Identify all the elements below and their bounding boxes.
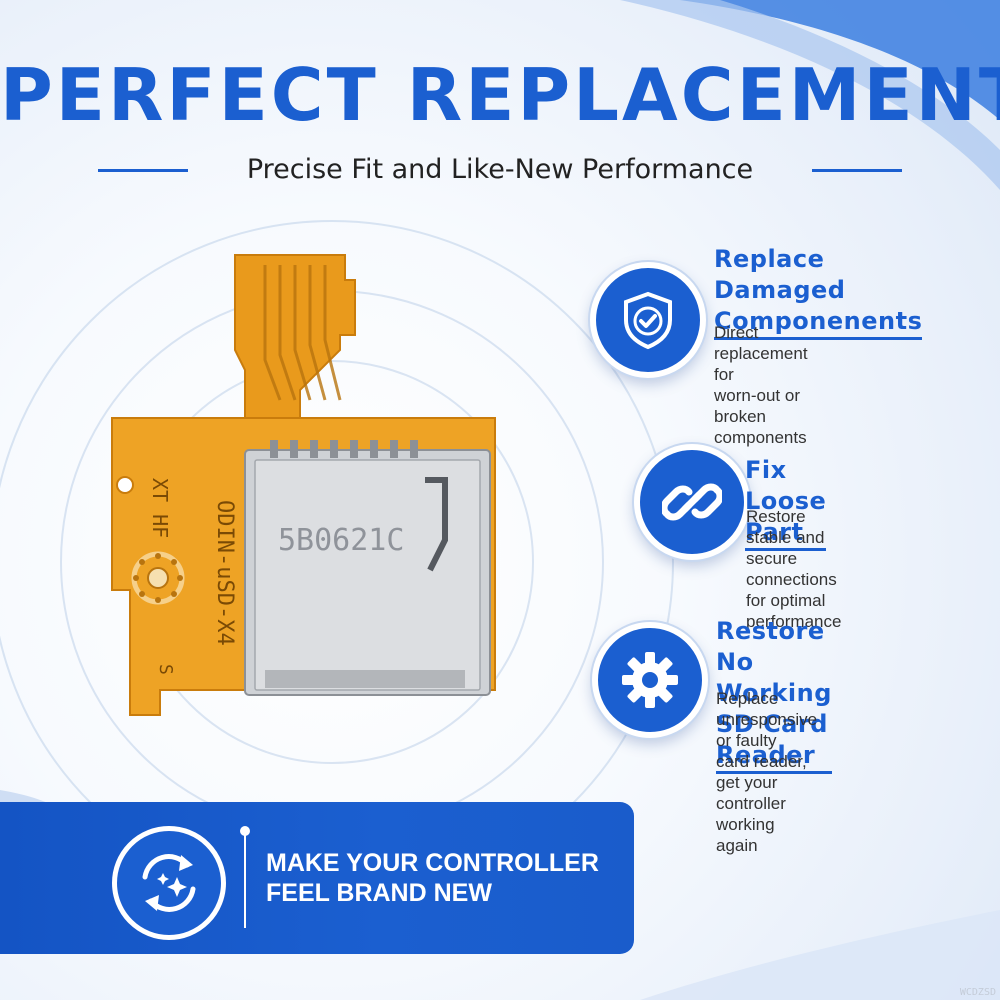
refresh-sparkle-icon bbox=[142, 854, 196, 912]
board-label-chip: 5B0621C bbox=[278, 523, 404, 558]
feature-desc-line: Direct replacement for bbox=[714, 323, 808, 384]
banner-text: MAKE YOUR CONTROLLER FEEL BRAND NEW bbox=[266, 848, 599, 908]
feature-description: Replace unresponsive or faulty card read… bbox=[716, 688, 817, 856]
shield-check-icon bbox=[624, 291, 672, 350]
feature-desc-line: performance bbox=[746, 612, 842, 631]
feature-title: Replace Damaged Componenents bbox=[714, 244, 923, 340]
page-subtitle: Precise Fit and Like-New Performance bbox=[246, 154, 754, 185]
sd-card-reader-board-image: 5B0621C ODIN-uSD-X4 XT HF S bbox=[111, 254, 496, 716]
board-label-code: XT HF bbox=[148, 478, 172, 538]
feature-desc-line: working again bbox=[716, 815, 775, 855]
feature-title: Fix Loose Part bbox=[745, 455, 827, 551]
feature-desc-line: Replace unresponsive or faulty bbox=[716, 689, 818, 750]
feature-desc-line: components bbox=[714, 428, 807, 447]
feature-icon-circle bbox=[592, 622, 708, 738]
watermark: WCDZSD bbox=[959, 987, 996, 998]
banner-line: FEEL BRAND NEW bbox=[266, 879, 492, 907]
feature-icon-circle bbox=[634, 444, 750, 560]
feature-desc-line: connections for optimal bbox=[746, 570, 837, 610]
feature-description: Direct replacement for worn-out or broke… bbox=[714, 322, 808, 448]
feature-icon-circle bbox=[590, 262, 706, 378]
feature-title-line: Fix Loose Part bbox=[745, 455, 827, 551]
banner-divider-dot bbox=[240, 826, 250, 836]
page-title: PERFECT REPLACEMENT bbox=[0, 53, 1000, 137]
subtitle-rule-left bbox=[98, 169, 188, 172]
subtitle-rule-right bbox=[812, 169, 902, 172]
feature-title-line: Componenents bbox=[714, 306, 923, 340]
chain-link-icon bbox=[662, 483, 722, 521]
board-label-side: S bbox=[155, 664, 176, 675]
board-label-model: ODIN-uSD-X4 bbox=[212, 500, 237, 646]
banner-divider bbox=[244, 832, 246, 928]
cta-banner bbox=[0, 802, 634, 954]
feature-title: Restore No Working SD Card Reader bbox=[716, 616, 832, 774]
subtitle-row: Precise Fit and Like-New Performance bbox=[0, 150, 1000, 190]
feature-desc-line: worn-out or broken bbox=[714, 386, 800, 426]
feature-title-line: SD Card Reader bbox=[716, 709, 832, 774]
feature-title-line: Restore No Working bbox=[716, 617, 832, 707]
banner-icon-circle bbox=[112, 826, 226, 940]
feature-description: Restore stable and secure connections fo… bbox=[746, 506, 841, 632]
feature-desc-line: Restore stable and secure bbox=[746, 507, 825, 568]
feature-desc-line: card reader, get your controller bbox=[716, 752, 807, 813]
feature-title-line: Replace Damaged bbox=[714, 245, 846, 304]
gear-icon bbox=[622, 652, 678, 708]
banner-line: MAKE YOUR CONTROLLER bbox=[266, 849, 599, 877]
